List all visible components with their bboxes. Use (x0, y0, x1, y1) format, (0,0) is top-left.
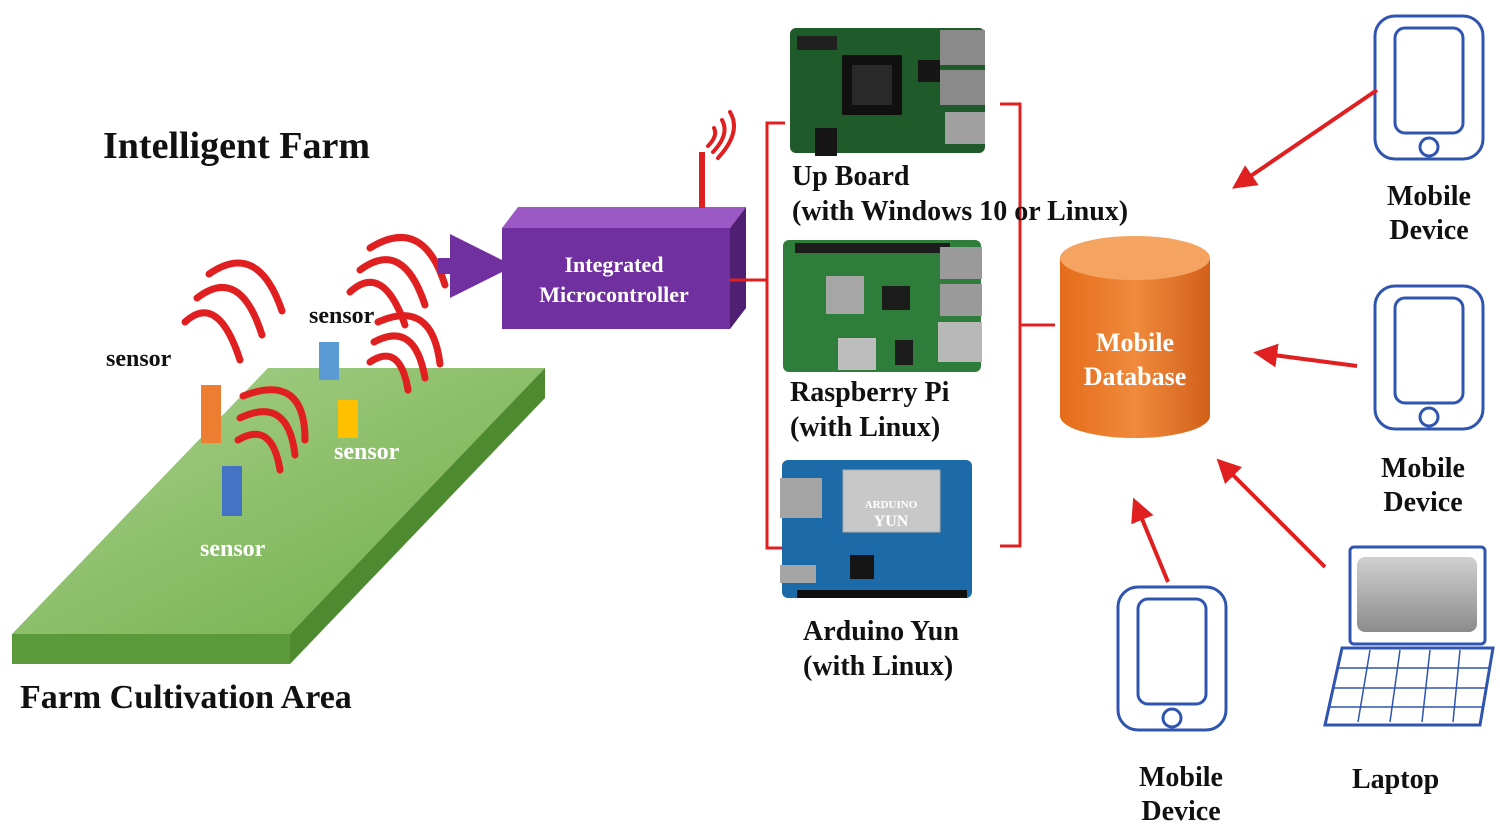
raspberry-pi-os: (with Linux) (790, 412, 941, 443)
database-label-2: Database (1084, 362, 1187, 391)
mobile-device-icon (1373, 284, 1485, 431)
client-label-line: Mobile (1381, 453, 1465, 484)
sensor-label: sensor (200, 536, 266, 562)
signal-waves-icon (181, 234, 449, 474)
arduino-yun-image: ARDUINO YUN (780, 460, 972, 598)
farm-area-label: Farm Cultivation Area (20, 679, 352, 716)
sensor-blue-top (319, 342, 339, 380)
client-label-line: Device (1389, 214, 1469, 246)
database-label-1: Mobile (1096, 328, 1174, 357)
client-label-line: Device (1141, 795, 1221, 827)
arduino-yun-os: (with Linux) (803, 651, 954, 682)
board-database-bracket (1000, 102, 1055, 548)
controller-label-2: Microcontroller (539, 282, 689, 307)
mobile-device-icon (1116, 585, 1228, 732)
integrated-microcontroller-box (502, 207, 746, 329)
diagram-title: Intelligent Farm (103, 125, 371, 167)
arduino-yun-label: Arduino Yun (803, 616, 959, 647)
client-label-line: Device (1383, 486, 1463, 518)
sensor-yellow (338, 400, 358, 438)
client-label: Mobile Device (1370, 180, 1488, 247)
up-board-label: Up Board (792, 161, 910, 192)
sensor-label: sensor (309, 303, 375, 329)
arduino-chip-text: ARDUINO (865, 499, 918, 511)
laptop-label: Laptop (1352, 764, 1440, 795)
sensor-orange (201, 385, 221, 443)
client-arrows (1131, 88, 1379, 583)
farm-field (12, 368, 545, 664)
arduino-chip-yun: YUN (874, 513, 909, 530)
sensor-label: sensor (334, 439, 400, 465)
controller-board-bracket (730, 121, 785, 550)
up-board-image (790, 28, 985, 156)
mobile-device-icon (1373, 14, 1485, 161)
mobile-database-cylinder (1060, 236, 1210, 438)
antenna-signal-icon (706, 110, 736, 160)
up-board-os: (with Windows 10 or Linux) (792, 196, 1129, 227)
sensor-label: sensor (106, 346, 172, 372)
client-label: Mobile Device (1122, 761, 1240, 828)
sensor-blue-left (222, 466, 242, 516)
client-label-line: Mobile (1387, 181, 1471, 212)
client-label-line: Mobile (1139, 762, 1223, 793)
raspberry-pi-image (783, 240, 982, 372)
controller-label-1: Integrated (565, 252, 664, 277)
client-label: Mobile Device (1364, 452, 1482, 519)
raspberry-pi-label: Raspberry Pi (790, 377, 950, 408)
laptop-icon (1323, 545, 1495, 727)
